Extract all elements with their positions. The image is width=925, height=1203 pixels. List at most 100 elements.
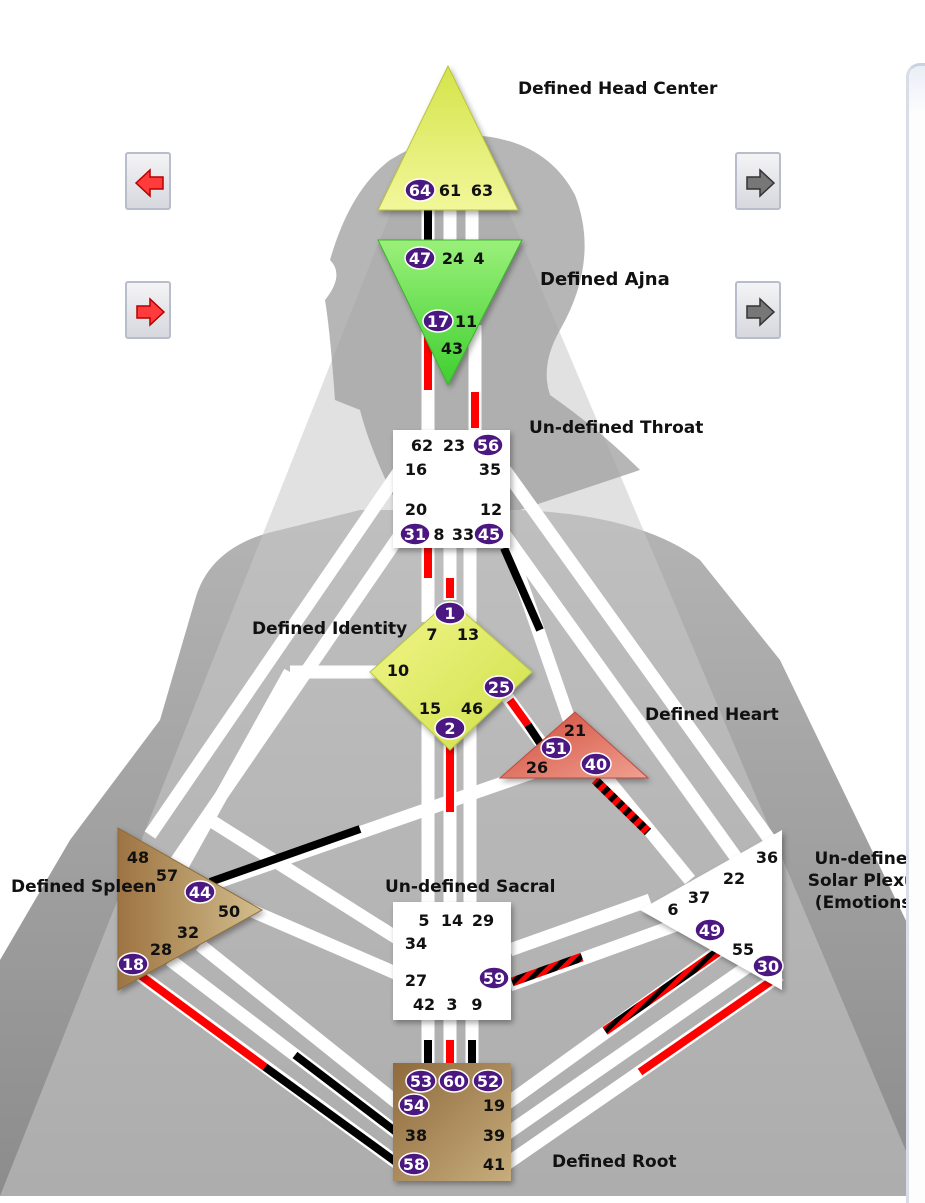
gate-56: 56	[472, 433, 504, 457]
active-gate-marker	[405, 1069, 437, 1093]
gate-number: 34	[405, 934, 427, 953]
gate-55: 55	[732, 940, 754, 959]
next-gray-arrow-button[interactable]	[735, 152, 781, 210]
gate-46: 46	[461, 699, 483, 718]
gate-20: 20	[405, 500, 427, 519]
gate-58: 58	[398, 1152, 430, 1176]
gate-number: 49	[699, 921, 721, 940]
identity-center	[369, 599, 533, 751]
gate-38: 38	[405, 1126, 427, 1145]
gate-48: 48	[127, 848, 149, 867]
gate-24: 24	[442, 249, 464, 268]
gate-35: 35	[479, 460, 501, 479]
gray-right-arrow-icon	[746, 168, 776, 198]
active-gate-marker	[184, 880, 216, 904]
active-gate-marker	[473, 522, 505, 546]
gate-8: 8	[433, 525, 444, 544]
gate-number: 60	[443, 1072, 465, 1091]
gate-32: 32	[177, 923, 199, 942]
gate-40: 40	[580, 752, 612, 776]
gate-19: 19	[483, 1096, 505, 1115]
gate-number: 51	[545, 739, 567, 758]
label-head-center: Defined Head Center	[518, 79, 718, 99]
gate-number: 18	[122, 955, 144, 974]
gate-10: 10	[387, 661, 409, 680]
gate-number: 6	[667, 900, 678, 919]
gate-number: 7	[426, 625, 437, 644]
gate-number: 62	[411, 436, 433, 455]
gate-number: 27	[405, 971, 427, 990]
gate-number: 32	[177, 923, 199, 942]
gate-number: 36	[756, 848, 778, 867]
gate-39: 39	[483, 1126, 505, 1145]
active-gate-marker	[540, 736, 572, 760]
gate-51: 51	[540, 736, 572, 760]
active-gate-marker	[434, 716, 466, 740]
gate-number: 26	[526, 758, 548, 777]
gate-47: 47	[404, 246, 436, 270]
gate-33: 33	[452, 525, 474, 544]
gate-number: 10	[387, 661, 409, 680]
gate-number: 14	[441, 911, 463, 930]
prev-red-arrow-button[interactable]	[125, 152, 171, 210]
gate-number: 30	[757, 957, 779, 976]
gate-1: 1	[434, 601, 466, 625]
active-gate-marker	[404, 178, 436, 202]
label-solar-plexus: Un-defined Solar Plexus (Emotions)	[806, 848, 925, 914]
label-root: Defined Root	[552, 1152, 677, 1172]
active-gate-marker	[399, 522, 431, 546]
head-center	[377, 64, 519, 211]
next-red-arrow-button[interactable]	[125, 281, 171, 339]
gate-number: 55	[732, 940, 754, 959]
red-left-arrow-icon	[134, 168, 164, 198]
gate-number: 22	[723, 869, 745, 888]
gate-15: 15	[419, 699, 441, 718]
solar-plexus-center	[640, 830, 782, 990]
gate-60: 60	[438, 1069, 470, 1093]
active-gate-marker	[752, 954, 784, 978]
gate-30: 30	[752, 954, 784, 978]
gate-number: 21	[564, 721, 586, 740]
gate-62: 62	[411, 436, 433, 455]
gate-21: 21	[564, 721, 586, 740]
gate-63: 63	[471, 181, 493, 200]
gate-number: 29	[472, 911, 494, 930]
ajna-center	[377, 239, 523, 387]
gate-61: 61	[439, 181, 461, 200]
gate-number: 47	[409, 249, 431, 268]
active-gate-marker	[434, 601, 466, 625]
gate-number: 19	[483, 1096, 505, 1115]
gate-44: 44	[184, 880, 216, 904]
gate-number: 42	[413, 995, 435, 1014]
gate-number: 28	[150, 940, 172, 959]
gate-59: 59	[478, 966, 510, 990]
gate-52: 52	[472, 1069, 504, 1093]
label-throat: Un-defined Throat	[529, 418, 704, 438]
gate-2: 2	[434, 716, 466, 740]
next-gray-arrow-button-2[interactable]	[735, 281, 781, 339]
gate-number: 8	[433, 525, 444, 544]
active-gate-marker	[483, 675, 515, 699]
label-spleen: Defined Spleen	[11, 877, 157, 897]
gate-49: 49	[694, 918, 726, 942]
gate-6: 6	[667, 900, 678, 919]
gate-number: 4	[473, 249, 484, 268]
label-solar-line-3: (Emotions)	[814, 893, 920, 913]
gate-number: 44	[189, 883, 211, 902]
gate-number: 31	[404, 525, 426, 544]
gate-27: 27	[405, 971, 427, 990]
gate-36: 36	[756, 848, 778, 867]
active-gate-marker	[438, 1069, 470, 1093]
gate-number: 54	[403, 1096, 425, 1115]
gray-right-arrow-icon	[746, 297, 776, 327]
gate-number: 41	[483, 1155, 505, 1174]
red-right-arrow-icon	[136, 297, 166, 327]
gate-34: 34	[405, 934, 427, 953]
gate-number: 46	[461, 699, 483, 718]
gate-number: 56	[477, 436, 499, 455]
gate-number: 33	[452, 525, 474, 544]
gate-number: 59	[483, 969, 505, 988]
gate-number: 63	[471, 181, 493, 200]
